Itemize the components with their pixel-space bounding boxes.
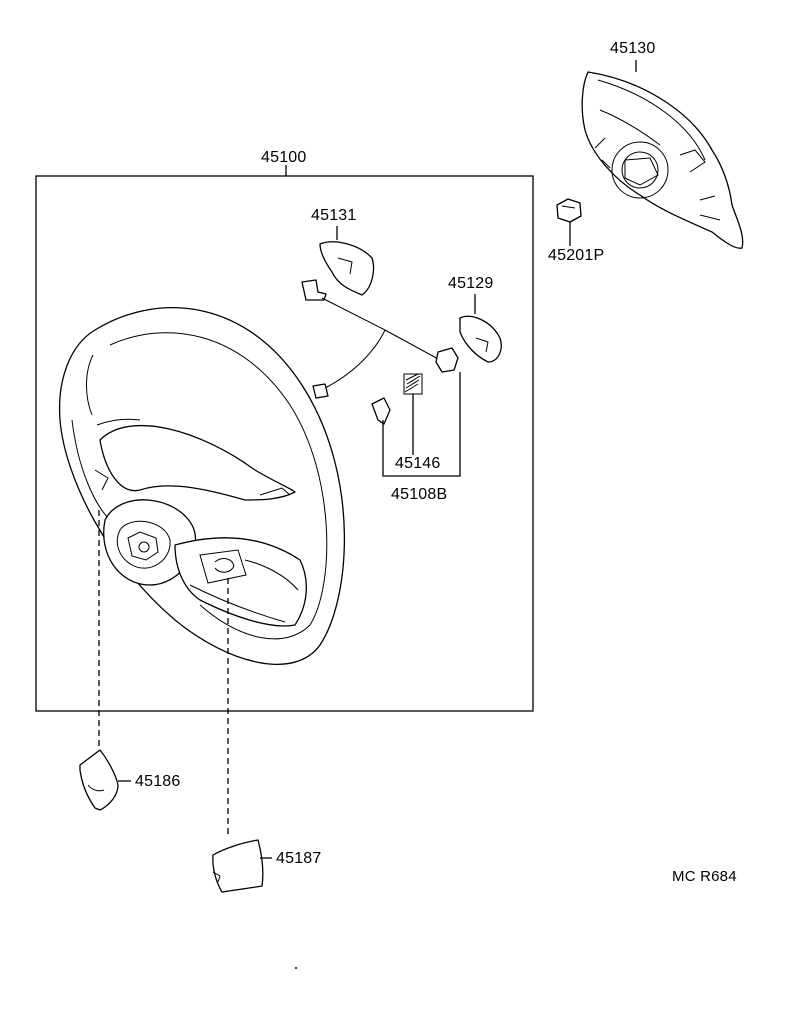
wire-harness: [321, 297, 441, 361]
connector: [312, 383, 329, 399]
label-45130: 45130: [610, 40, 656, 57]
label-45129: 45129: [448, 275, 494, 292]
cover-45131: [319, 241, 375, 296]
label-45187: 45187: [276, 850, 322, 867]
horn-pad-45130: [581, 71, 744, 249]
clip-right: [435, 347, 459, 373]
leader-45108b: [382, 372, 461, 477]
label-45108b: 45108B: [391, 486, 448, 503]
drawing-code: MC R684: [672, 868, 737, 885]
cover-45186: [79, 749, 119, 811]
label-45201p: 45201P: [548, 247, 605, 264]
label-45131: 45131: [311, 207, 357, 224]
nut-45201p: [556, 198, 582, 223]
small-bracket: [371, 397, 391, 425]
stray-dot: [295, 967, 297, 969]
label-45146: 45146: [395, 455, 441, 472]
label-45186: 45186: [135, 773, 181, 790]
clip-left: [301, 279, 327, 301]
cover-45187: [212, 839, 264, 893]
label-45100: 45100: [261, 149, 307, 166]
spring-45146: [403, 373, 423, 395]
steering-wheel: [58, 307, 346, 665]
wire-branch: [324, 329, 386, 389]
assembly-frame-45100: [35, 175, 534, 712]
